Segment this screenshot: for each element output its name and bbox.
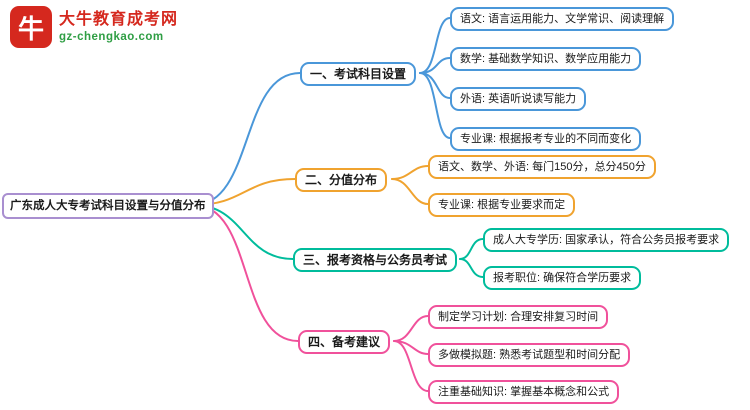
connector-branch4-child3 — [393, 340, 429, 392]
branch-node-4: 四、备考建议 — [298, 330, 391, 354]
leaf-node: 报考职位: 确保符合学历要求 — [483, 266, 642, 290]
leaf-node: 语文: 语言运用能力、文学常识、阅读理解 — [450, 7, 675, 31]
leaf-node: 外语: 英语听说读写能力 — [450, 87, 587, 111]
connector-branch3-child2 — [459, 258, 484, 278]
leaf-node: 语文、数学、外语: 每门150分，总分450分 — [428, 155, 656, 179]
connector-branch1-child3 — [419, 72, 451, 99]
branch-node-1: 一、考试科目设置 — [300, 62, 417, 86]
connector-branch4-child2 — [393, 340, 429, 355]
connector-branch1-child4 — [419, 72, 451, 139]
connector-branch3-child1 — [459, 238, 484, 260]
leaf-node: 成人大专学历: 国家承认，符合公务员报考要求 — [483, 228, 730, 252]
leaf-node: 注重基础知识: 掌握基本概念和公式 — [428, 380, 620, 404]
leaf-node: 专业课: 根据报考专业的不同而变化 — [450, 127, 642, 151]
logo-url: gz-chengkao.com — [59, 30, 164, 43]
connector-root-branch-4 — [193, 204, 299, 342]
connector-branch2-child2 — [391, 178, 429, 205]
leaf-node: 制定学习计划: 合理安排复习时间 — [428, 305, 609, 329]
connector-branch1-child2 — [419, 57, 451, 74]
logo-title: 大牛教育成考网 — [59, 10, 179, 28]
connector-root-branch-1 — [193, 72, 301, 206]
connector-branch1-child1 — [419, 17, 451, 74]
branch-node-2: 二、分值分布 — [295, 168, 388, 192]
root-node: 广东成人大专考试科目设置与分值分布 — [2, 193, 214, 219]
site-logo: 牛 大牛教育成考网 gz-chengkao.com — [10, 6, 178, 48]
leaf-node: 多做模拟题: 熟悉考试题型和时间分配 — [428, 343, 631, 367]
leaf-node: 专业课: 根据专业要求而定 — [428, 193, 576, 217]
leaf-node: 数学: 基础数学知识、数学应用能力 — [450, 47, 642, 71]
branch-node-3: 三、报考资格与公务员考试 — [293, 248, 458, 272]
bull-icon: 牛 — [10, 6, 52, 48]
connector-branch4-child1 — [393, 315, 429, 342]
connector-branch2-child1 — [391, 165, 429, 180]
